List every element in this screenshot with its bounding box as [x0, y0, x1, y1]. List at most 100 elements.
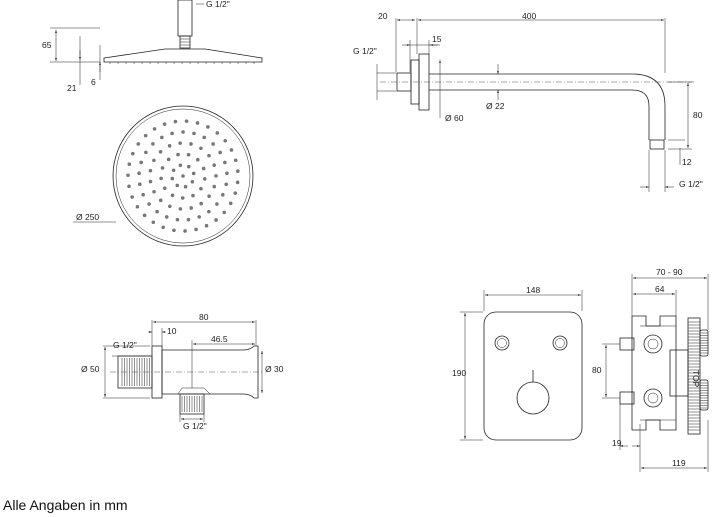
cover-plate-view: 148 190 — [452, 285, 583, 441]
shower-head-top-view: Ø 250 — [73, 105, 254, 247]
nozzle — [186, 217, 191, 222]
nozzle — [225, 171, 229, 176]
nozzle — [195, 157, 200, 162]
nozzle — [130, 151, 135, 156]
arm-offset-label: 20 — [378, 11, 388, 21]
box-total-label: 119 — [672, 458, 686, 468]
box-lip-label: 19 — [612, 438, 622, 448]
arm-thread-right-label: G 1/2" — [679, 179, 703, 189]
nozzle — [181, 130, 185, 134]
elbow-thread-bottom-label: G 1/2" — [183, 421, 207, 431]
nozzle — [164, 215, 169, 219]
nozzle — [181, 174, 185, 178]
nozzle — [233, 158, 238, 163]
nozzle — [170, 193, 175, 198]
nozzle — [162, 186, 167, 191]
nozzle — [180, 196, 185, 200]
nozzle — [176, 152, 180, 157]
nozzle — [207, 194, 211, 198]
elbow-outlet-label: Ø 30 — [265, 364, 284, 374]
nozzle — [178, 163, 183, 168]
nozzle — [190, 179, 195, 184]
nozzle — [137, 171, 141, 175]
nozzle — [172, 228, 176, 233]
elbow-nut-label: 10 — [167, 326, 177, 336]
nozzle — [151, 142, 155, 146]
nozzle — [199, 146, 203, 151]
nozzle — [178, 207, 183, 211]
box-depth-range-label: 70 - 90 — [656, 267, 683, 277]
nozzle — [161, 225, 165, 230]
nozzle — [199, 186, 203, 191]
nozzle — [201, 166, 206, 171]
head-nozzles — [109, 62, 255, 64]
nozzle — [203, 177, 207, 181]
nozzle — [215, 131, 220, 135]
nozzle — [137, 182, 142, 187]
nozzle — [186, 152, 191, 157]
nozzle — [235, 169, 240, 173]
nozzle — [170, 176, 175, 181]
nozzle — [228, 201, 233, 206]
nozzle — [155, 209, 159, 214]
arm-rosette-label: Ø 60 — [445, 113, 464, 123]
arm-drop-label: 80 — [693, 110, 703, 120]
nozzle — [215, 202, 219, 206]
nozzle — [212, 184, 217, 189]
nozzle — [159, 176, 163, 181]
nozzle — [127, 184, 131, 189]
nozzle — [222, 210, 227, 215]
nozzle — [152, 158, 156, 163]
nozzle — [162, 122, 167, 126]
arm-tube-label: Ø 22 — [486, 101, 505, 111]
box-depth-label: 64 — [655, 284, 665, 294]
nozzle — [130, 195, 134, 199]
nozzle — [184, 119, 189, 123]
nozzle — [218, 150, 222, 155]
nozzle — [141, 192, 145, 197]
nozzle — [206, 125, 210, 129]
nozzle — [148, 179, 153, 184]
nozzle — [148, 168, 153, 173]
nozzle — [202, 135, 207, 140]
head-bottom-label: 21 — [67, 83, 77, 93]
nozzle — [135, 204, 140, 209]
nozzle — [197, 215, 201, 219]
arm-thread-left-label: G 1/2" — [353, 46, 377, 56]
shower-head-side-view: G 1/2" 65 21 6 — [42, 0, 263, 93]
nozzle — [212, 163, 216, 167]
nozzle — [175, 183, 180, 188]
nozzle — [195, 121, 200, 125]
arm-length-label: 400 — [522, 11, 536, 21]
arm-flange-label: 15 — [432, 34, 442, 44]
nozzle — [152, 127, 157, 131]
nozzle — [171, 168, 176, 173]
nozzle — [192, 131, 196, 136]
nozzle — [168, 204, 172, 209]
plate-width-label: 148 — [526, 285, 540, 295]
head-thread-label: G 1/2" — [206, 0, 230, 9]
nozzle — [191, 171, 196, 176]
top-nozzle-grid — [126, 119, 240, 233]
nozzle — [166, 157, 171, 162]
nozzle — [142, 213, 147, 218]
nozzle — [183, 229, 187, 233]
nozzle — [127, 162, 132, 166]
nozzle — [233, 191, 238, 195]
nozzle — [136, 142, 141, 146]
nozzle — [152, 190, 156, 194]
nozzle — [214, 218, 218, 222]
mounting-box-view: TOP 70 - 90 64 80 19 119 — [592, 267, 709, 472]
nozzle — [147, 202, 151, 206]
nozzle — [183, 184, 188, 189]
nozzle — [160, 166, 165, 170]
nozzle — [199, 201, 203, 206]
nozzle — [158, 149, 163, 154]
nozzle — [207, 153, 211, 158]
nozzle — [143, 133, 148, 138]
nozzle — [191, 193, 195, 198]
nozzle — [220, 192, 225, 197]
nozzle — [178, 141, 182, 145]
arm-tip-label: 12 — [682, 157, 692, 167]
